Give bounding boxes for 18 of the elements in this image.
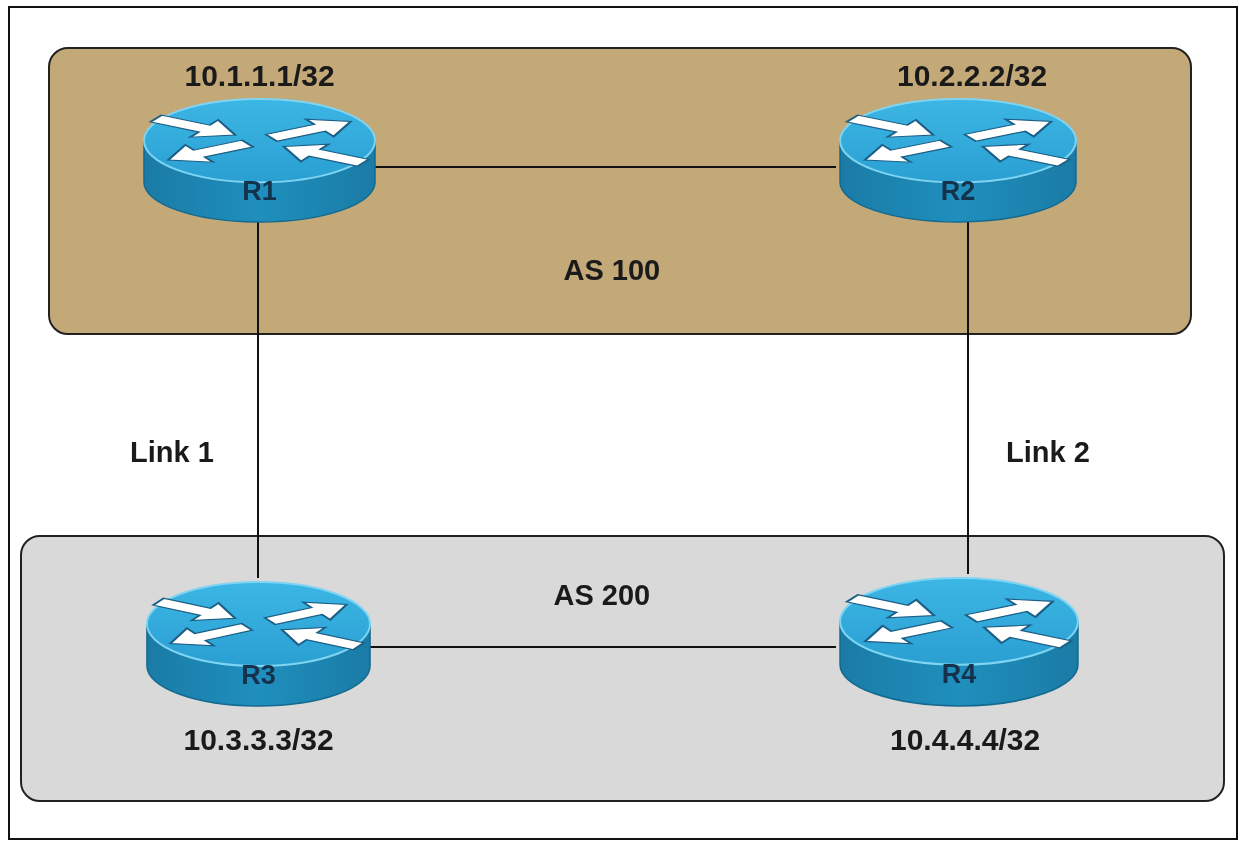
connection-line [374, 166, 837, 168]
ip-address-label: 10.4.4.4/32 [890, 725, 1041, 755]
edge-label: Link 2 [1006, 437, 1090, 467]
zone-label: AS 200 [553, 580, 651, 610]
autonomous-system-zone [48, 47, 1192, 335]
ip-address-label: 10.1.1.1/32 [184, 61, 335, 91]
ip-address-label: 10.2.2.2/32 [897, 61, 1048, 91]
edge-label: Link 1 [130, 437, 214, 467]
connection-line [967, 221, 969, 575]
connection-line [257, 221, 259, 579]
connection-line [369, 646, 837, 648]
router-name: R1 [242, 177, 277, 205]
router-name: R2 [940, 177, 976, 205]
router-name: R4 [941, 660, 977, 688]
ip-address-label: 10.3.3.3/32 [183, 725, 334, 755]
router-name: R3 [241, 661, 276, 689]
zone-label: AS 100 [563, 255, 661, 285]
autonomous-system-zone [20, 535, 1225, 802]
